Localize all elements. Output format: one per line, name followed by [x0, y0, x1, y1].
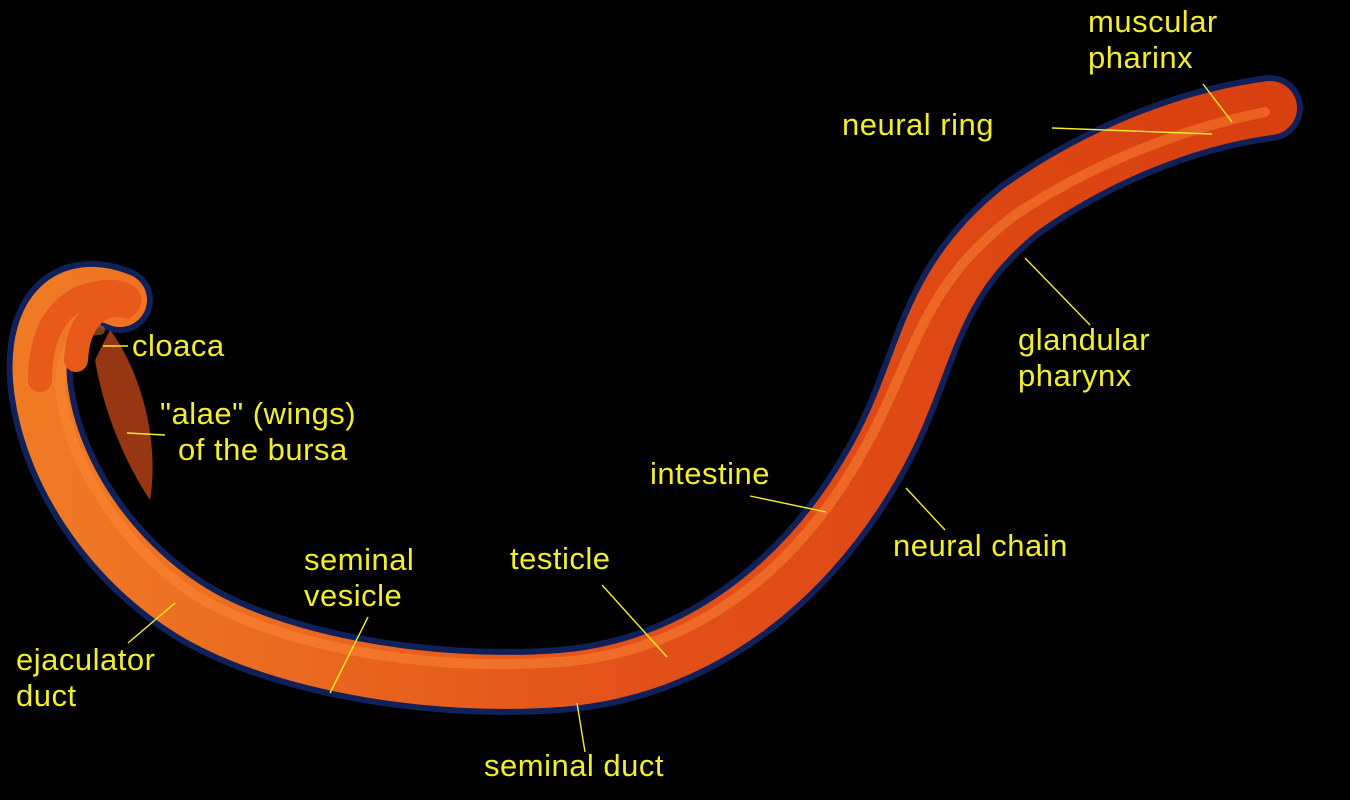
leader-seminal-duct	[576, 702, 586, 753]
worm-inner-band	[55, 107, 1270, 670]
leader-alae	[126, 432, 166, 436]
label-alae-line2: of the bursa	[178, 432, 348, 467]
label-muscular-pharinx: muscular pharinx	[1088, 4, 1218, 76]
leader-ejaculator-duct	[127, 602, 176, 644]
worm-hook	[28, 279, 142, 392]
label-seminal-vesicle-line1: seminal	[304, 542, 415, 577]
label-muscular-pharinx-line1: muscular	[1088, 4, 1218, 39]
label-seminal-vesicle: seminal vesicle	[304, 542, 414, 614]
label-testicle: testicle	[510, 541, 611, 576]
leader-testicle	[601, 584, 668, 658]
leader-neural-chain	[905, 487, 946, 531]
bursa-wing	[95, 330, 153, 500]
label-glandular-pharynx-line1: glandular	[1018, 322, 1151, 357]
label-glandular-pharynx: glandular pharynx	[1018, 322, 1150, 394]
label-glandular-pharynx-line2: pharynx	[1018, 358, 1132, 393]
label-ejaculator-duct-line1: ejaculator	[16, 642, 156, 677]
leader-muscular-pharinx	[1202, 83, 1233, 123]
leader-seminal-vesicle	[329, 616, 369, 694]
label-ejaculator-duct-line2: duct	[16, 678, 77, 713]
label-cloaca: cloaca	[132, 328, 225, 363]
leader-neural-ring	[1051, 127, 1213, 135]
label-alae: "alae" (wings) of the bursa	[160, 396, 356, 468]
label-neural-chain: neural chain	[893, 528, 1068, 563]
leader-glandular-pharynx	[1024, 257, 1091, 326]
worm-body	[12, 81, 1297, 709]
label-muscular-pharinx-line2: pharinx	[1088, 40, 1194, 75]
label-seminal-duct: seminal duct	[484, 748, 665, 783]
leader-lines	[103, 83, 1233, 753]
label-intestine: intestine	[650, 456, 770, 491]
label-alae-line1: "alae" (wings)	[160, 396, 357, 431]
label-ejaculator-duct: ejaculator duct	[16, 642, 155, 714]
label-neural-ring: neural ring	[842, 107, 994, 142]
leader-intestine	[749, 495, 827, 513]
label-seminal-vesicle-line2: vesicle	[304, 578, 403, 613]
